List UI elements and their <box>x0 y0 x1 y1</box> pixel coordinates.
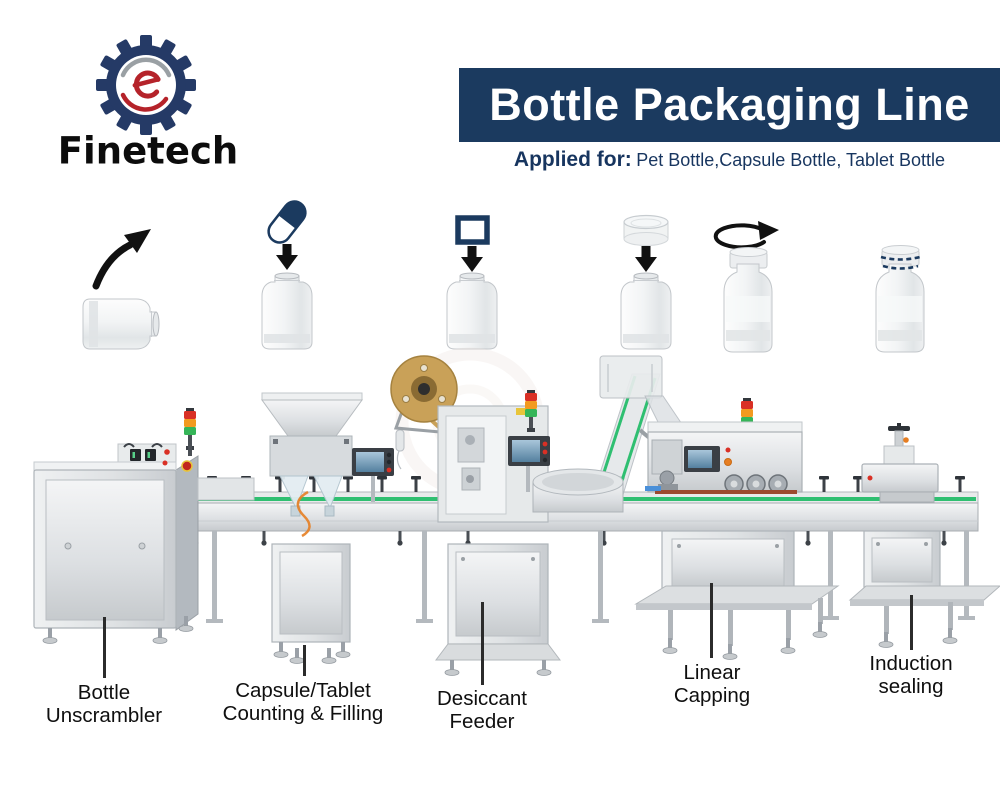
pointer-line-counting <box>303 645 306 676</box>
label-line: Counting & Filling <box>222 702 384 725</box>
emergency-stop-button <box>181 460 193 472</box>
bottle <box>620 272 672 350</box>
handset <box>395 429 405 452</box>
down-arrow-icon <box>276 244 298 270</box>
process-step-unscrambling <box>82 229 160 350</box>
lying-bottle <box>82 298 160 350</box>
finetech-gear-logo-icon <box>96 35 196 135</box>
sealed-bottle <box>875 263 925 353</box>
curved-arrow-icon <box>92 241 134 290</box>
capped-bottle <box>723 263 773 353</box>
label-line: Unscrambler <box>45 704 163 727</box>
down-arrow-icon <box>461 246 483 272</box>
conveyor-legs <box>206 531 975 623</box>
label-linear-capping: Linear Capping <box>642 661 782 707</box>
process-step-desiccant-drop <box>446 215 498 350</box>
bottle <box>261 272 313 350</box>
process-step-capsule-drop <box>261 200 313 350</box>
pointer-line-induction <box>910 595 913 650</box>
hopper <box>261 399 363 437</box>
label-line: Feeder <box>449 710 515 733</box>
pointer-line-unscrambler <box>103 617 106 678</box>
process-step-capping <box>713 221 779 353</box>
label-line: sealing <box>878 675 944 698</box>
induction-sealing-machine <box>848 423 1000 648</box>
pointer-line-capping <box>710 583 713 658</box>
label-line: Desiccant <box>436 687 527 710</box>
capsule-icon <box>267 200 307 244</box>
pointer-line-desiccant <box>481 602 484 685</box>
process-step-cap-drop <box>620 214 672 350</box>
label-line: Bottle <box>77 681 131 704</box>
title-banner: Bottle Packaging Line <box>459 68 1000 142</box>
counting-filling-machine <box>261 392 405 664</box>
bottle-cap-icon <box>623 214 669 246</box>
applied-for-items: Pet Bottle,Capsule Bottle, Tablet Bottle <box>636 150 946 170</box>
brand-wordmark: Finetech <box>57 128 239 173</box>
label-desiccant-feeder: Desiccant Feeder <box>402 687 562 733</box>
counting-funnel <box>313 475 343 510</box>
rotate-arrow-icon <box>713 223 766 250</box>
label-line: Capsule/Tablet <box>235 679 371 702</box>
down-arrow-icon <box>635 246 657 272</box>
desiccant-sachet-icon <box>455 215 490 245</box>
applied-for-line: Applied for: Pet Bottle,Capsule Bottle, … <box>459 148 1000 172</box>
hmi-screen <box>684 446 732 472</box>
page-title: Bottle Packaging Line <box>489 79 970 130</box>
label-line: Induction <box>869 652 953 675</box>
hmi-screen <box>508 436 550 492</box>
tower-light-icon <box>184 408 196 450</box>
linear-capping-machine <box>634 398 840 660</box>
sealing-head <box>861 463 939 493</box>
applied-for-label: Applied for: <box>513 148 632 171</box>
label-induction-sealing: Induction sealing <box>841 652 981 698</box>
sealed-cap-icon <box>880 255 921 270</box>
outfeed-table <box>197 477 255 501</box>
bottle-unscrambler-machine <box>33 408 255 644</box>
hmi-screen <box>352 448 394 502</box>
label-counting-filling: Capsule/Tablet Counting & Filling <box>213 679 393 725</box>
label-line: Linear <box>683 661 741 684</box>
label-bottle-unscrambler: Bottle Unscrambler <box>24 681 184 727</box>
process-step-induction-seal <box>875 245 925 353</box>
desiccant-feeder-machine <box>390 355 561 676</box>
counting-funnel <box>279 475 309 510</box>
logo-letter-e <box>132 70 161 99</box>
bottle <box>446 272 498 350</box>
label-line: Capping <box>673 684 751 707</box>
control-panel <box>130 449 193 472</box>
